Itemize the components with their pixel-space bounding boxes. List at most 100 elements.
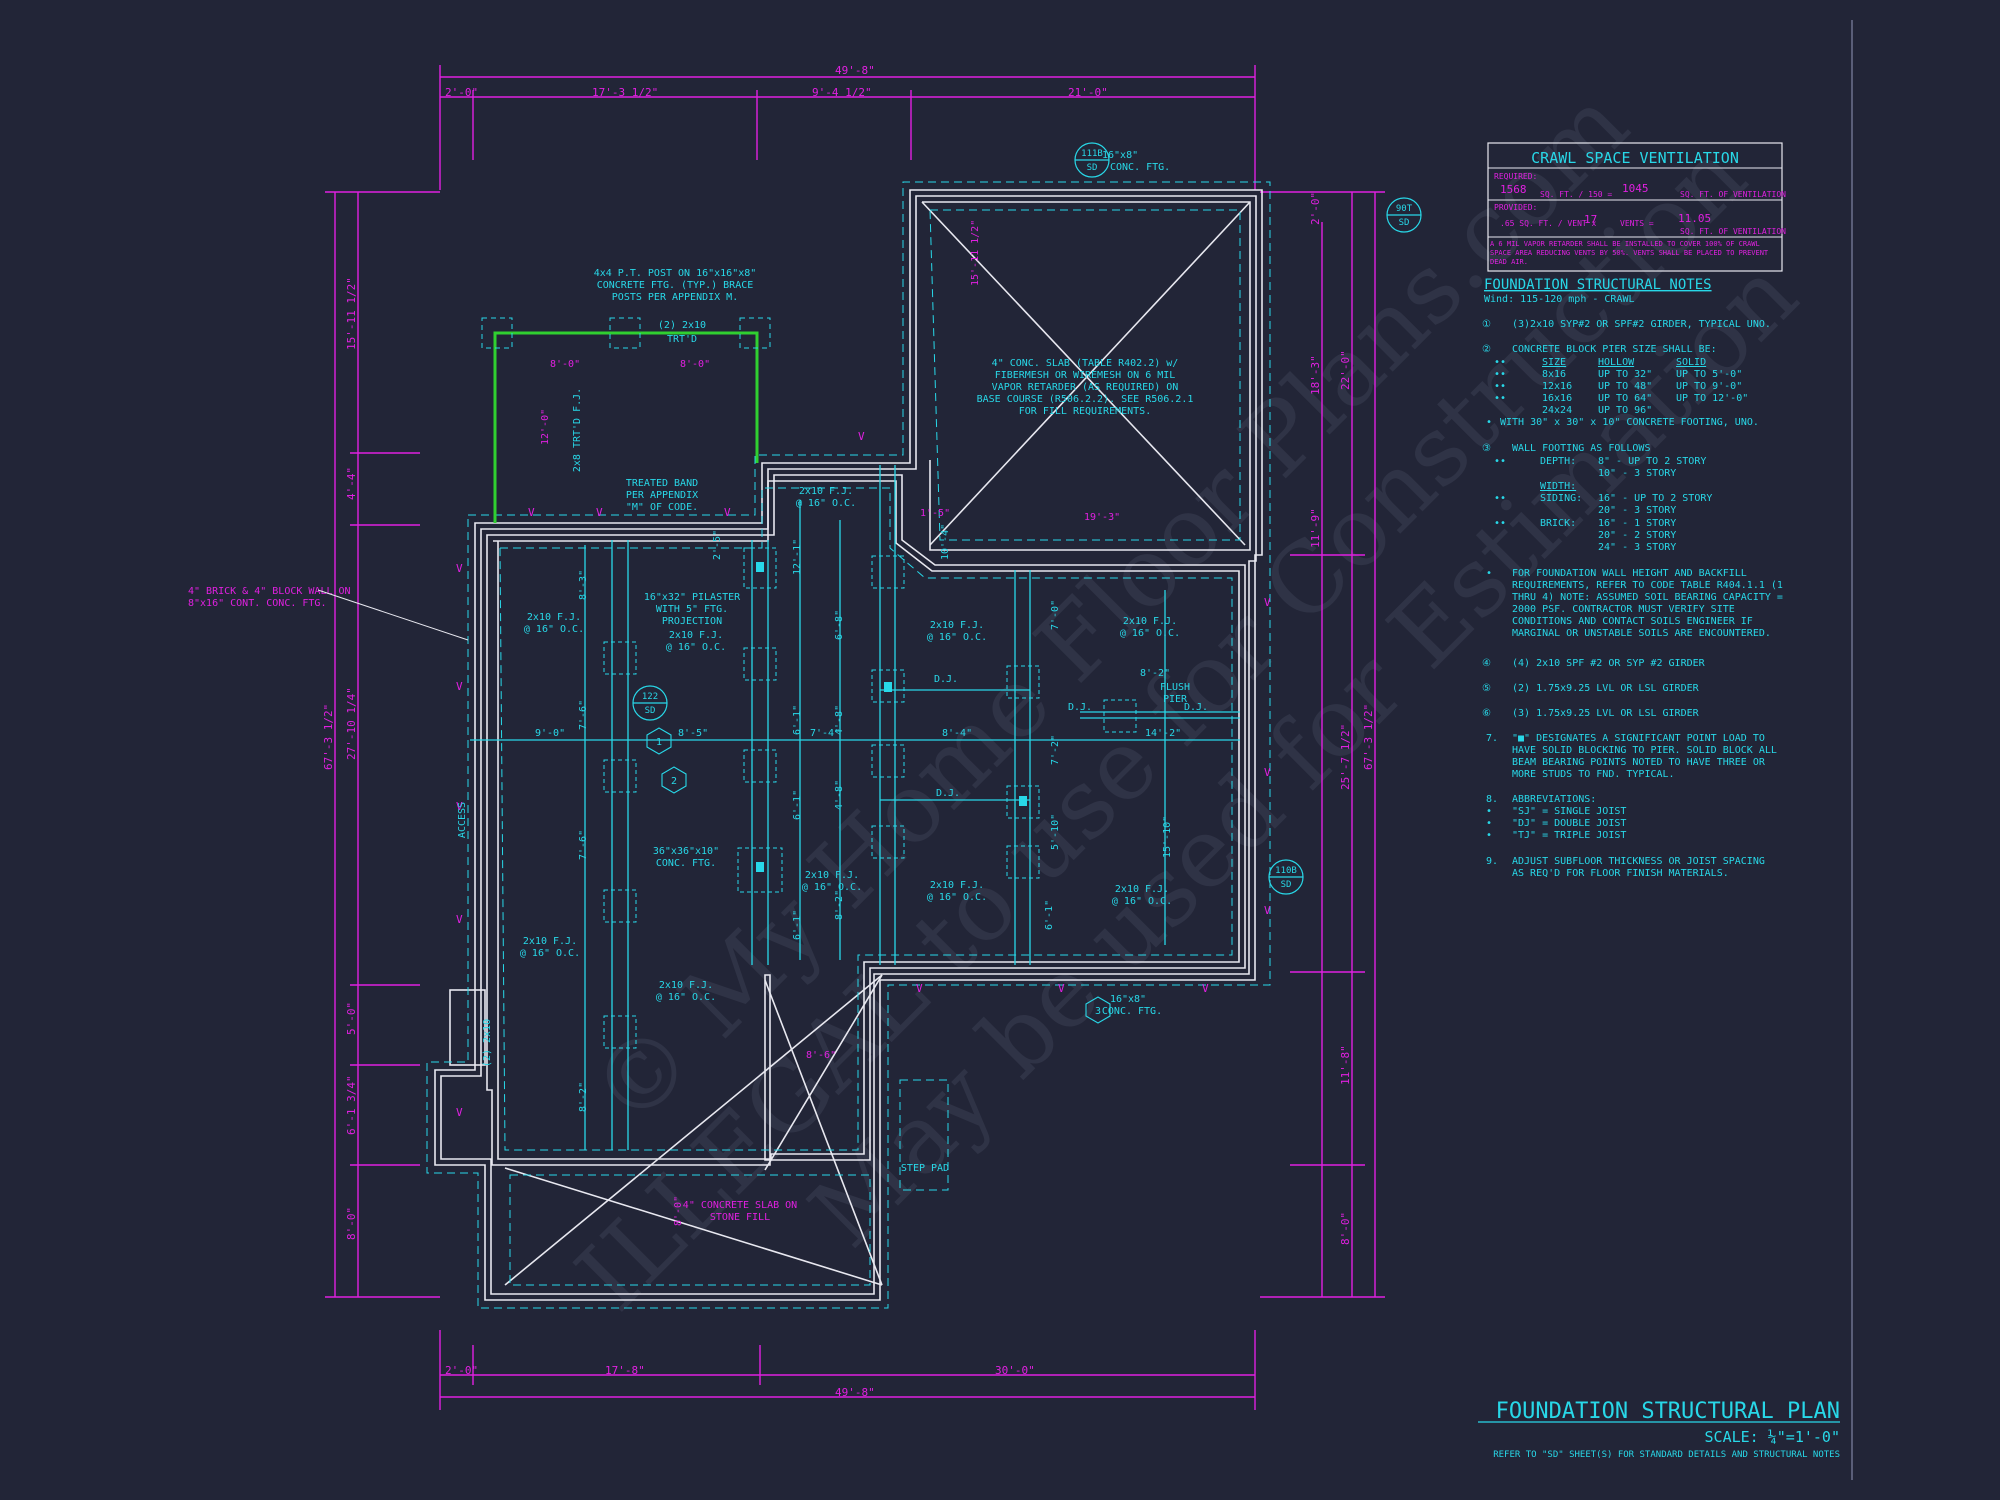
svg-text:UP TO 12'-0": UP TO 12'-0": [1676, 393, 1748, 404]
svg-text:MORE STUDS TO FND. TYPICAL.: MORE STUDS TO FND. TYPICAL.: [1512, 769, 1675, 780]
svg-text:••: ••: [1494, 381, 1506, 392]
svg-text:2x10 F.J.: 2x10 F.J.: [1123, 616, 1177, 627]
svg-text:8" - UP TO 2 STORY: 8" - UP TO 2 STORY: [1598, 456, 1706, 467]
svg-text:20" - 3 STORY: 20" - 3 STORY: [1598, 505, 1676, 516]
title-block: FOUNDATION STRUCTURAL PLAN SCALE: ¼"=1'-…: [1478, 1399, 1840, 1460]
garage-slab-note: 4" CONC. SLAB (TABLE R402.2) w/: [992, 358, 1179, 369]
brick-wall-note: 4" BRICK & 4" BLOCK WALL ON: [188, 586, 351, 597]
dim-bottom-seg-3: 30'-0": [995, 1364, 1035, 1377]
joist-labels: 2x10 F.J.@ 16" O.C. 2x10 F.J.@ 16" O.C. …: [482, 388, 1208, 1067]
svg-text:REQUIREMENTS, REFER TO CODE TA: REQUIREMENTS, REFER TO CODE TABLE R404.1…: [1512, 580, 1783, 591]
svg-text:FOR FOUNDATION WALL HEIGHT AND: FOR FOUNDATION WALL HEIGHT AND BACKFILL: [1512, 568, 1747, 579]
svg-text:7.: 7.: [1486, 733, 1498, 744]
svg-text:BRICK:: BRICK:: [1540, 518, 1576, 529]
svg-text:THRU 4) NOTE: ASSUMED SOIL BEA: THRU 4) NOTE: ASSUMED SOIL BEARING CAPAC…: [1512, 592, 1783, 603]
dim-top-seg-1: 2'-0": [445, 86, 478, 99]
svg-text:3: 3: [1095, 1006, 1101, 1017]
svg-text:2x10 F.J.: 2x10 F.J.: [669, 630, 723, 641]
svg-text:REQUIRED:: REQUIRED:: [1494, 172, 1537, 181]
svg-text:•: •: [1486, 818, 1492, 829]
ventilation-note: A 6 MIL VAPOR RETARDER SHALL BE INSTALLE…: [1490, 240, 1769, 266]
svg-text:.65 SQ. FT. / VENT x: .65 SQ. FT. / VENT x: [1500, 219, 1597, 228]
svg-text:UP TO 48": UP TO 48": [1598, 381, 1652, 392]
ventilation-table: CRAWL SPACE VENTILATION REQUIRED: 1568 S…: [1487, 142, 1786, 272]
notes-title: FOUNDATION STRUCTURAL NOTES: [1484, 277, 1712, 293]
dimension-lines: [325, 65, 1385, 1410]
svg-text:••: ••: [1494, 357, 1506, 368]
structural-notes: FOUNDATION STRUCTURAL NOTES Wind: 115-12…: [1482, 277, 1783, 879]
svg-text:2x10 F.J.: 2x10 F.J.: [930, 620, 984, 631]
interior-dims: 8'-0" 8'-0" 12'-0" 19'-3" 8'-6" 8'-0" 15…: [540, 220, 1120, 1226]
svg-text:SOLID: SOLID: [1676, 357, 1706, 368]
svg-text:ABBREVIATIONS:: ABBREVIATIONS:: [1512, 794, 1596, 805]
dim-bottom-total: 49'-8": [835, 1386, 875, 1399]
svg-text:(3) 1.75x9.25 LVL OR LSL GIRDE: (3) 1.75x9.25 LVL OR LSL GIRDER: [1512, 708, 1700, 719]
dim-left-seg-1: 15'-11 1/2": [345, 277, 358, 350]
svg-text:ADJUST SUBFLOOR THICKNESS OR J: ADJUST SUBFLOOR THICKNESS OR JOIST SPACI…: [1512, 856, 1765, 867]
svg-text:2x10 F.J.: 2x10 F.J.: [527, 612, 581, 623]
svg-text:6'-1": 6'-1": [792, 790, 803, 820]
dim-left-seg-3: 5'-0": [345, 1002, 358, 1035]
svg-text:VAPOR RETARDER (AS REQUIRED) O: VAPOR RETARDER (AS REQUIRED) ON: [992, 382, 1179, 393]
svg-text:SIZE: SIZE: [1542, 357, 1566, 368]
svg-text:CONCRETE BLOCK PIER SIZE SHALL: CONCRETE BLOCK PIER SIZE SHALL BE:: [1512, 344, 1717, 355]
svg-text:(4) 2x10 SPF #2 OR SYP #2 GIRD: (4) 2x10 SPF #2 OR SYP #2 GIRDER: [1512, 658, 1706, 669]
svg-text:PROVIDED:: PROVIDED:: [1494, 203, 1537, 212]
svg-text:@ 16" O.C.: @ 16" O.C.: [796, 498, 856, 509]
svg-text:CONC. FTG.: CONC. FTG.: [656, 858, 716, 869]
svg-text:STONE FILL: STONE FILL: [710, 1212, 770, 1223]
ftg-16-note: 16"x8": [1102, 150, 1138, 161]
svg-text:9.: 9.: [1486, 856, 1498, 867]
svg-text:BASE COURSE (R506.2.2). SEE R5: BASE COURSE (R506.2.2). SEE R506.2.1: [977, 394, 1194, 405]
svg-text:10'-4": 10'-4": [940, 524, 951, 560]
svg-text:V: V: [916, 982, 923, 995]
svg-text:WITH 30" x 30" x 10" CONCRETE: WITH 30" x 30" x 10" CONCRETE FOOTING, U…: [1500, 417, 1759, 428]
svg-text:V: V: [456, 1106, 463, 1119]
svg-text:@ 16" O.C.: @ 16" O.C.: [524, 624, 584, 635]
footing-dashed: [426, 181, 1271, 1309]
ventilation-title: CRAWL SPACE VENTILATION: [1531, 149, 1739, 167]
svg-text:11.05: 11.05: [1678, 212, 1711, 225]
plan-title: FOUNDATION STRUCTURAL PLAN: [1496, 1399, 1840, 1424]
sd-tags: [632, 142, 1422, 895]
svg-text:"SJ" = SINGLE JOIST: "SJ" = SINGLE JOIST: [1512, 806, 1626, 817]
plan-refer-note: REFER TO "SD" SHEET(S) FOR STANDARD DETA…: [1493, 1450, 1840, 1460]
svg-text:2x8 TRT'D F.J.: 2x8 TRT'D F.J.: [572, 388, 583, 472]
dim-right-seg-3: 22'-0": [1339, 350, 1352, 390]
svg-text:110B: 110B: [1275, 866, 1297, 876]
svg-text:2: 2: [671, 776, 677, 787]
svg-text:9'-0": 9'-0": [535, 728, 565, 739]
svg-text:D.J.: D.J.: [1184, 702, 1208, 713]
svg-text:⑥: ⑥: [1482, 708, 1491, 719]
svg-text:⑤: ⑤: [1482, 683, 1491, 694]
svg-text:PIER: PIER: [1163, 694, 1188, 705]
svg-text:WITH 5" FTG.: WITH 5" FTG.: [656, 604, 728, 615]
svg-text:•: •: [1486, 830, 1492, 841]
svg-text:1: 1: [656, 737, 662, 748]
deck-outline: [493, 331, 759, 523]
svg-text:V: V: [1058, 982, 1065, 995]
svg-text:2x10 F.J.: 2x10 F.J.: [523, 936, 577, 947]
svg-text:••: ••: [1494, 518, 1506, 529]
svg-text:6'-1": 6'-1": [1044, 900, 1055, 930]
svg-text:8'-0": 8'-0": [673, 1196, 684, 1226]
svg-text:7'-6": 7'-6": [578, 830, 589, 860]
dim-right-total: 67'-3 1/2": [1362, 704, 1375, 770]
svg-text:D.J.: D.J.: [936, 788, 960, 799]
svg-text:UP TO 5'-0": UP TO 5'-0": [1676, 369, 1742, 380]
svg-text:@ 16" O.C.: @ 16" O.C.: [656, 992, 716, 1003]
svg-text:V: V: [1264, 596, 1271, 609]
dim-right-seg-2: 18'-3": [1309, 355, 1322, 395]
svg-text:CONC. FTG.: CONC. FTG.: [1102, 1006, 1162, 1017]
svg-text:D.J.: D.J.: [934, 674, 958, 685]
svg-text:2000 PSF. CONTRACTOR MUST VERI: 2000 PSF. CONTRACTOR MUST VERIFY SITE: [1512, 604, 1735, 615]
svg-text:(2) 2x10: (2) 2x10: [482, 1019, 493, 1067]
leader-brick: [317, 589, 469, 641]
deck-posts: [481, 317, 771, 349]
svg-text:HAVE SOLID BLOCKING TO PIER. S: HAVE SOLID BLOCKING TO PIER. SOLID BLOCK…: [1512, 745, 1777, 756]
dim-right-seg-4: 11'-9": [1309, 508, 1322, 548]
svg-text:V: V: [1264, 766, 1271, 779]
svg-text:V: V: [1202, 982, 1209, 995]
svg-text:SQ. FT. OF VENTILATION: SQ. FT. OF VENTILATION: [1680, 227, 1786, 236]
